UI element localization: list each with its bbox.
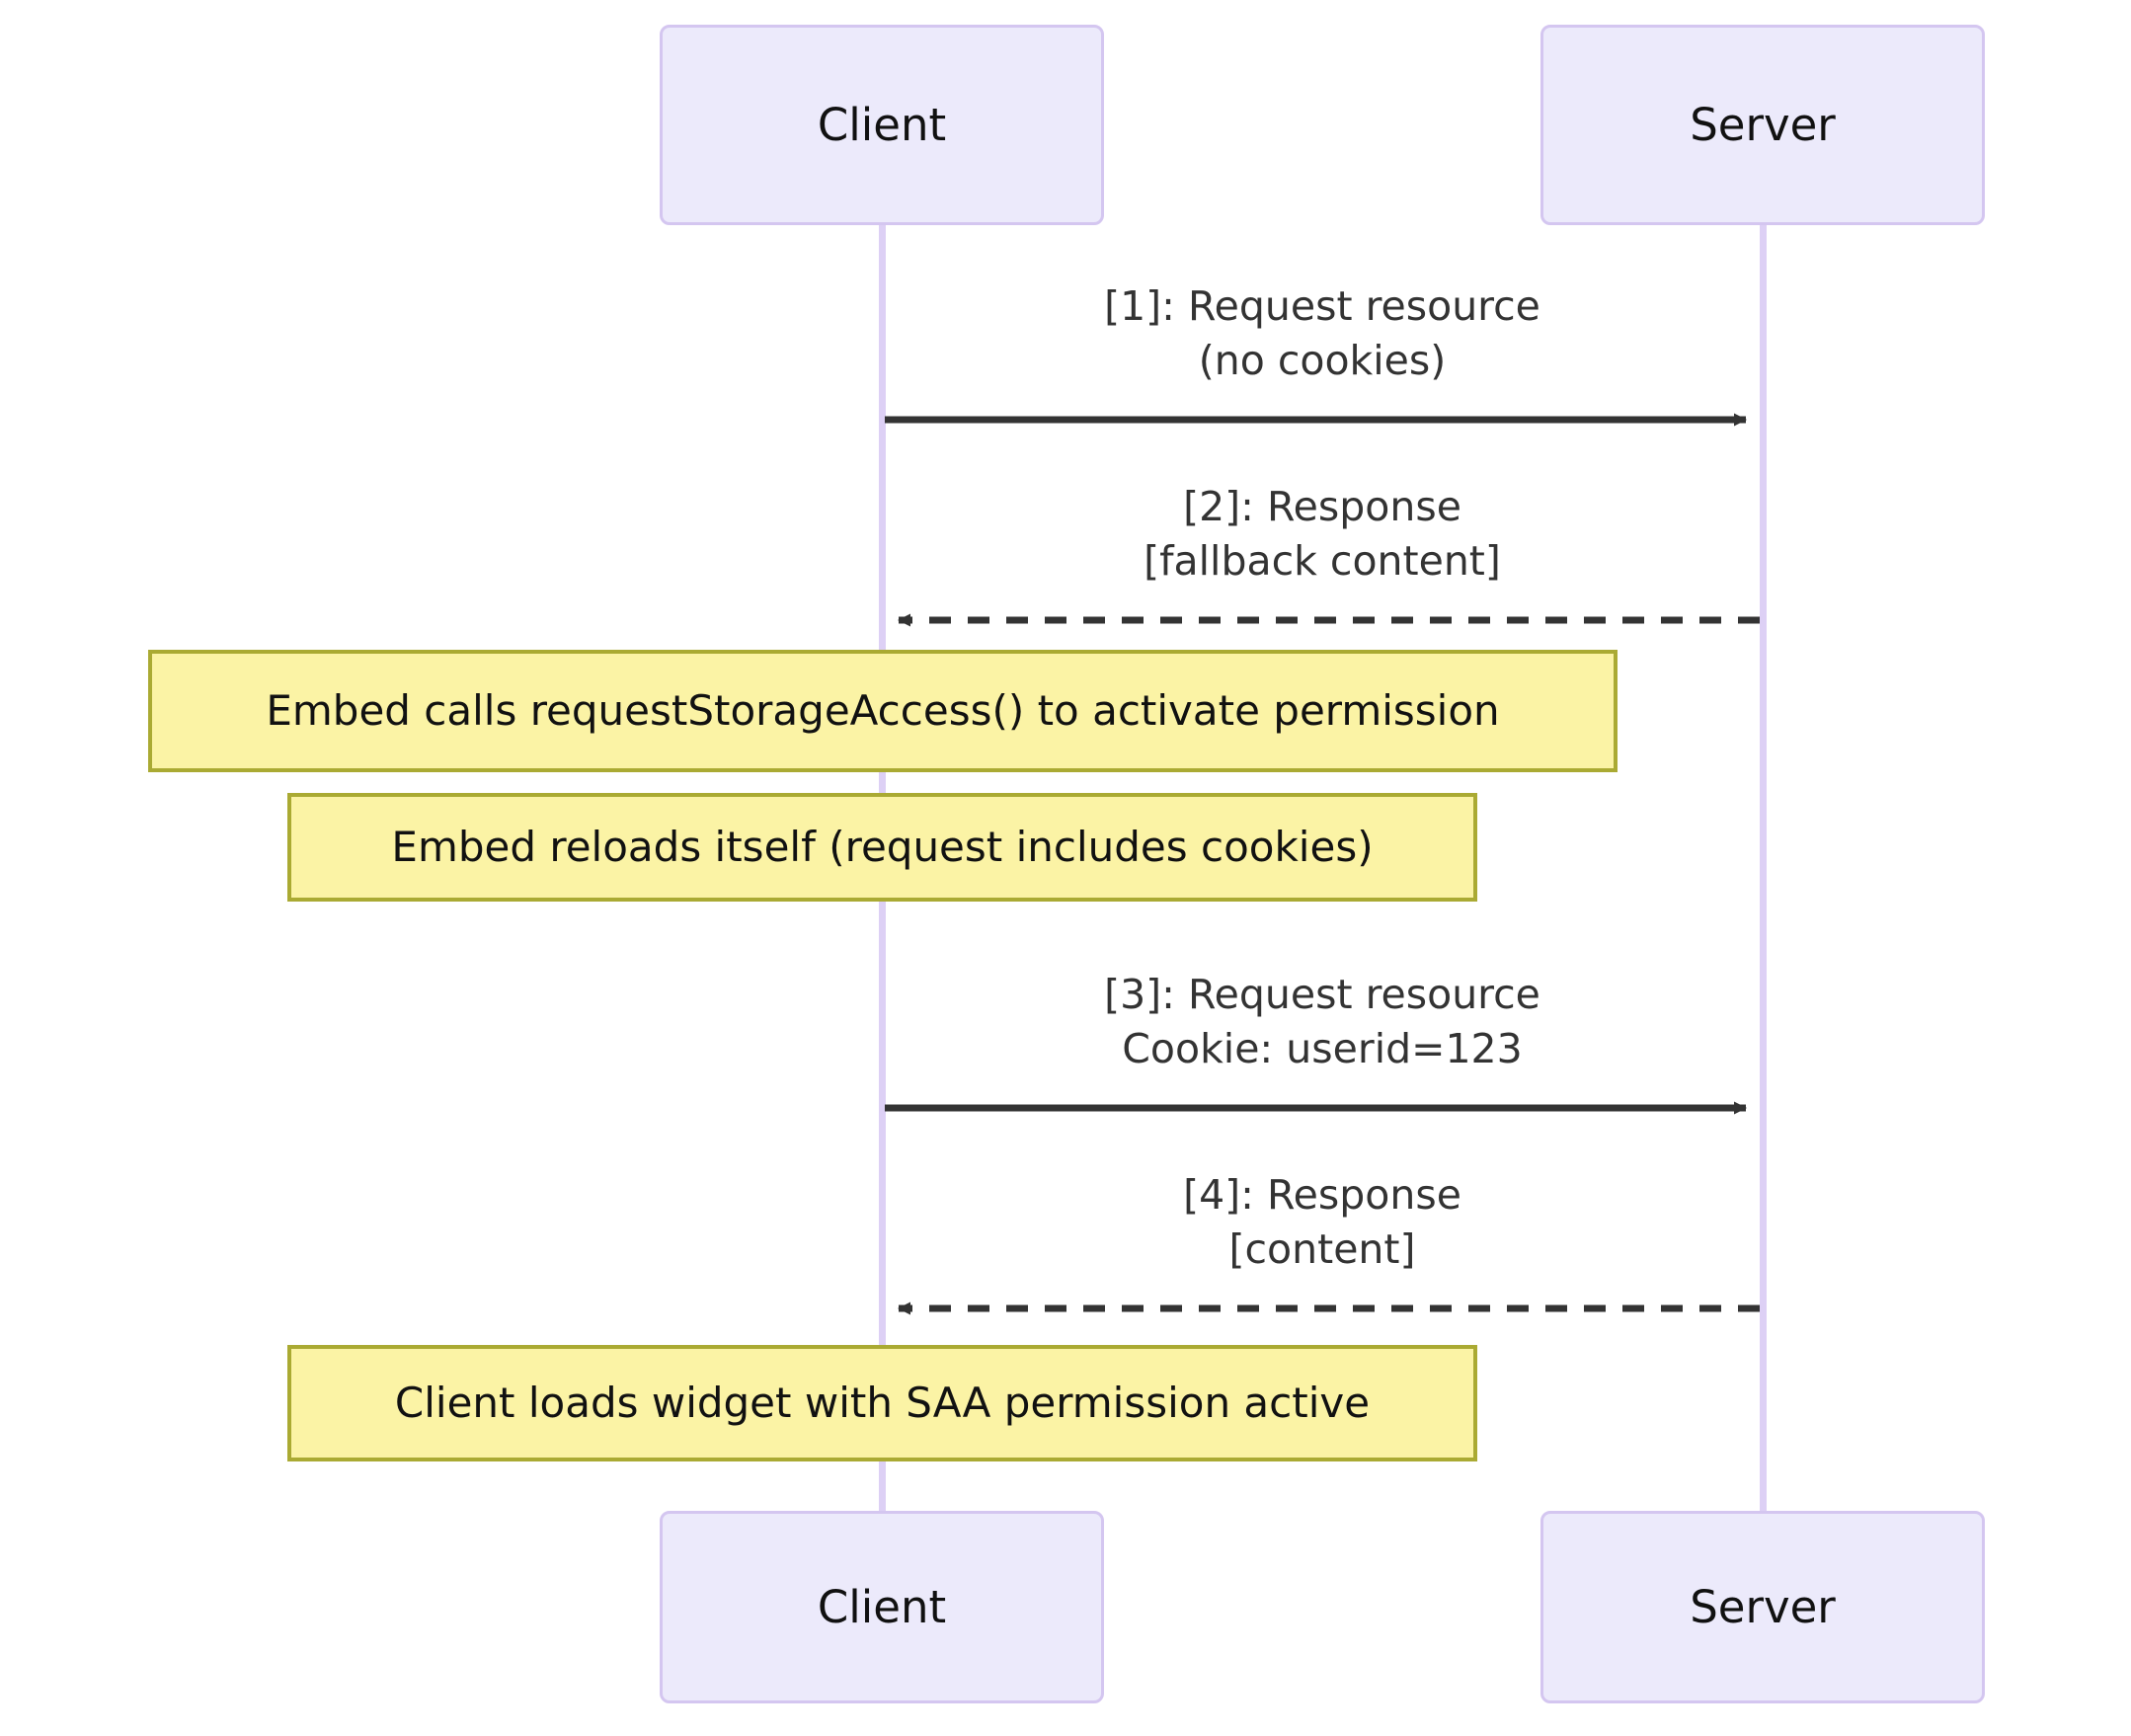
lifeline-server [1760,223,1767,1513]
note-label-2: Embed reloads itself (request includes c… [391,822,1374,871]
actor-label-server-top: Server [1690,99,1836,151]
actor-box-server-top[interactable]: Server [1540,25,1985,225]
actor-box-client-bottom[interactable]: Client [660,1511,1104,1703]
note-box-1[interactable]: Embed calls requestStorageAccess() to ac… [148,650,1618,772]
message-label-3: [3]: Request resource Cookie: userid=123 [1104,971,1540,1073]
actor-box-client-top[interactable]: Client [660,25,1104,225]
note-label-1: Embed calls requestStorageAccess() to ac… [266,685,1500,735]
message-label-1: [1]: Request resource (no cookies) [1104,282,1540,385]
actor-label-client-bottom: Client [817,1581,947,1633]
actor-box-server-bottom[interactable]: Server [1540,1511,1985,1703]
note-box-2[interactable]: Embed reloads itself (request includes c… [287,793,1477,902]
actor-label-server-bottom: Server [1690,1581,1836,1633]
message-label-4: [4]: Response [content] [1183,1171,1461,1274]
actor-label-client-top: Client [817,99,947,151]
note-label-3: Client loads widget with SAA permission … [394,1378,1371,1427]
note-box-3[interactable]: Client loads widget with SAA permission … [287,1345,1477,1461]
message-label-2: [2]: Response [fallback content] [1144,483,1501,586]
